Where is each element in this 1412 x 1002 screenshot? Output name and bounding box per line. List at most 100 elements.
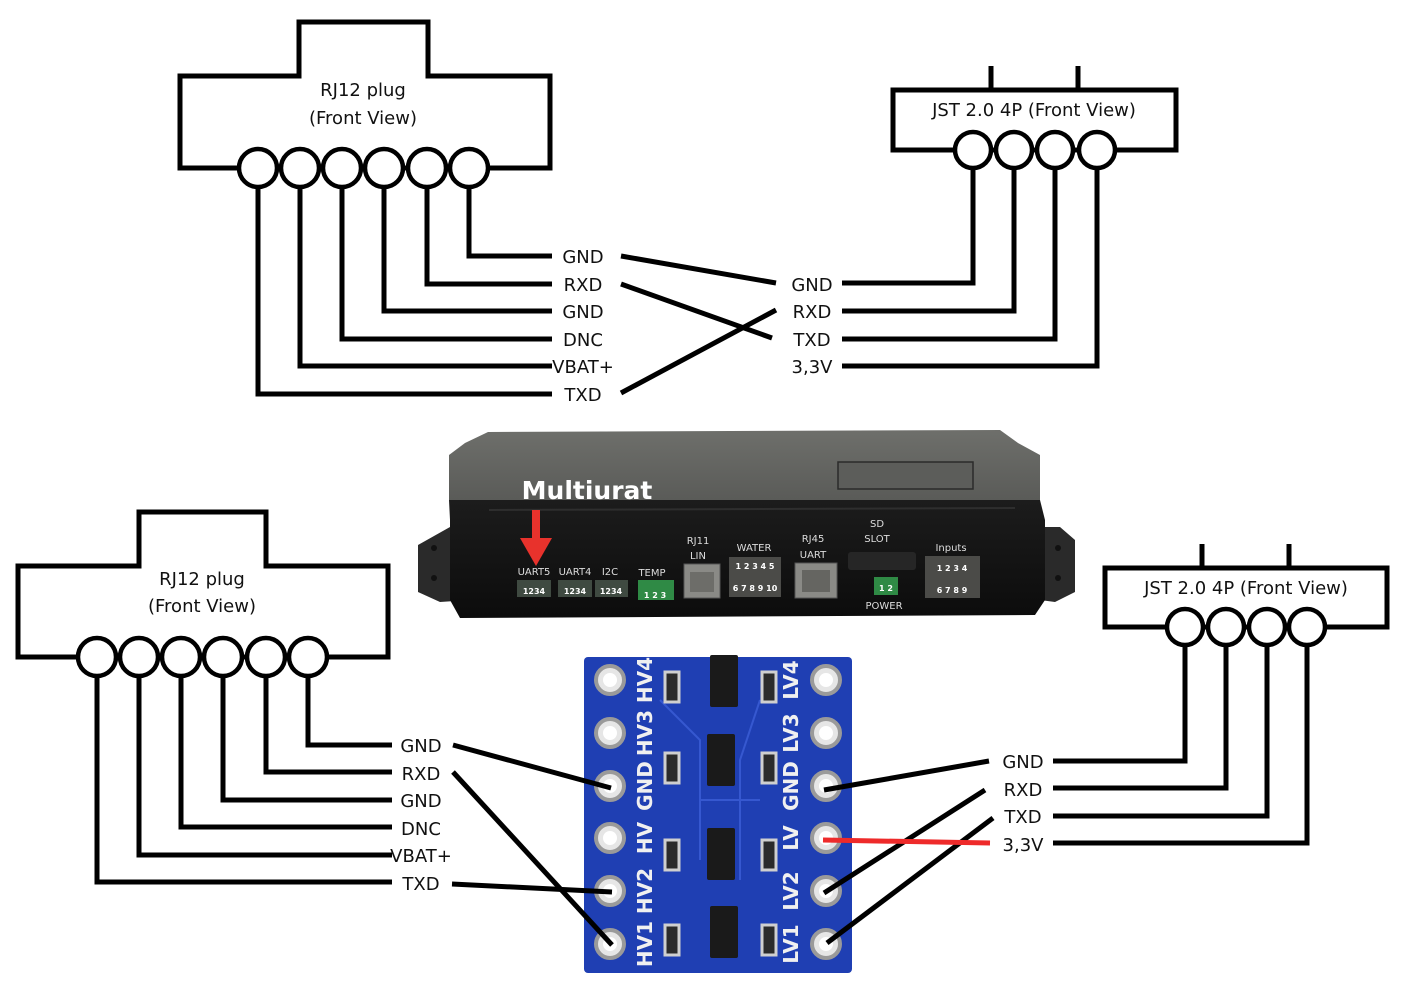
port-inputs-pins-bottom: 6 7 8 9 bbox=[937, 586, 968, 595]
top-rj12-label-dnc: DNC bbox=[563, 330, 603, 351]
pcb-resistors bbox=[663, 670, 778, 957]
level-shifter-board: HV4 HV3 GND HV HV2 HV1 LV4 LV3 GND LV LV… bbox=[584, 655, 852, 973]
top-rj12-title: RJ12 plug bbox=[320, 80, 406, 101]
bottom-rj12-pin-3 bbox=[159, 635, 203, 679]
pcb-label-lv-gnd: GND bbox=[779, 761, 803, 811]
port-power-label: POWER bbox=[865, 601, 902, 612]
bottom-jst-label-3v3: 3,3V bbox=[1003, 835, 1045, 856]
port-uart4-label: UART4 bbox=[559, 567, 592, 578]
top-jst-label-txd: TXD bbox=[792, 330, 830, 351]
port-uart5-label: UART5 bbox=[518, 567, 551, 578]
bottom-jst-pin-2 bbox=[1205, 606, 1247, 648]
bottom-rj12-pin-5 bbox=[244, 635, 288, 679]
top-rj12-wire-dnc bbox=[339, 168, 552, 342]
bottom-jst-wire-3v3 bbox=[1053, 627, 1310, 846]
port-sd-slot bbox=[848, 552, 916, 570]
multiurat-device: Multiurat UART5 1234 UART4 1234 I2C 1234… bbox=[418, 430, 1075, 618]
port-temp-label: TEMP bbox=[637, 568, 665, 579]
wire-rj12rxd-hv1 bbox=[451, 770, 614, 947]
top-rj12-label-gnd2: GND bbox=[562, 302, 603, 323]
port-rj11-socket bbox=[690, 572, 714, 592]
bottom-jst-wire-txd bbox=[1053, 627, 1270, 819]
bottom-rj12-label-gnd2: GND bbox=[400, 791, 441, 812]
top-jst-outline bbox=[890, 87, 1179, 153]
top-jst-label-gnd: GND bbox=[791, 275, 832, 296]
port-water-pins-top: 1 2 3 4 5 bbox=[736, 562, 775, 571]
top-jst-label-rxd: RXD bbox=[793, 302, 832, 323]
device-right-ear-hole bbox=[1055, 545, 1061, 551]
port-i2c-label: I2C bbox=[602, 567, 618, 578]
port-rj11-sublabel: LIN bbox=[690, 551, 706, 562]
port-uart4 bbox=[558, 580, 592, 597]
port-rj45-sublabel: UART bbox=[800, 550, 827, 561]
pcb-label-hv4: HV4 bbox=[633, 657, 657, 703]
port-rj45-label: RJ45 bbox=[802, 534, 825, 545]
top-jst-pin-2 bbox=[993, 129, 1035, 171]
port-rj11-label: RJ11 bbox=[687, 536, 710, 547]
port-power bbox=[874, 577, 898, 595]
device-right-ear-hole bbox=[1055, 575, 1061, 581]
pcb-label-hv1: HV1 bbox=[633, 921, 657, 967]
top-rj12-wire-gnd2 bbox=[381, 168, 552, 314]
port-i2c-pins: 1234 bbox=[600, 587, 623, 596]
port-temp-pins: 1 2 3 bbox=[644, 591, 666, 600]
bottom-rj12-wire-txd bbox=[94, 657, 392, 885]
top-rj12-label-gnd1: GND bbox=[562, 247, 603, 268]
device-edge bbox=[488, 507, 1016, 511]
top-jst-wire-rxd bbox=[842, 150, 1017, 314]
bottom-jst-outline bbox=[1102, 565, 1390, 630]
bottom-jst-label-gnd: GND bbox=[1002, 752, 1043, 773]
pcb-label-lv2: LV2 bbox=[779, 871, 803, 910]
bottom-jst-connector: JST 2.0 4P (Front View) GND RXD TXD 3,3V bbox=[1002, 544, 1390, 856]
device-left-ear-hole bbox=[431, 545, 437, 551]
pcb-label-lv: LV bbox=[779, 825, 803, 851]
pcb-label-hv-gnd: GND bbox=[633, 761, 657, 811]
bottom-rj12-label-rxd: RXD bbox=[402, 764, 441, 785]
bottom-right-wires bbox=[822, 758, 995, 945]
bottom-rj12-pin-6 bbox=[286, 635, 330, 679]
bottom-jst-pin-3 bbox=[1246, 606, 1288, 648]
bottom-jst-wire-gnd bbox=[1053, 627, 1188, 764]
top-jst-pin-4 bbox=[1076, 129, 1118, 171]
bottom-rj12-pin-1 bbox=[75, 635, 119, 679]
top-jst-pin-1 bbox=[952, 129, 994, 171]
pcb-label-lv1: LV1 bbox=[779, 924, 803, 963]
top-rj12-pin-1 bbox=[236, 146, 280, 190]
pcb-label-hv3: HV3 bbox=[633, 710, 657, 756]
port-inputs bbox=[925, 556, 980, 598]
top-jst-title: JST 2.0 4P (Front View) bbox=[931, 100, 1136, 121]
port-uart5 bbox=[517, 580, 551, 597]
pcb-label-hv2: HV2 bbox=[633, 868, 657, 914]
bottom-rj12-wire-vbat bbox=[136, 657, 392, 858]
port-uart5-pins: 1234 bbox=[523, 587, 546, 596]
pcb-label-lv3: LV3 bbox=[779, 713, 803, 752]
bottom-rj12-title: RJ12 plug bbox=[159, 569, 245, 590]
device-right-ear bbox=[1040, 527, 1075, 602]
top-jst-pin-3 bbox=[1034, 129, 1076, 171]
top-rj12-label-vbat: VBAT+ bbox=[552, 357, 614, 378]
bottom-rj12-wire-gnd1 bbox=[305, 657, 392, 748]
pcb-traces bbox=[659, 699, 761, 880]
bottom-rj12-wire-rxd bbox=[263, 657, 392, 775]
wire-rj12txd-hv2 bbox=[451, 881, 613, 895]
top-rj12-pin-5 bbox=[405, 146, 449, 190]
pcb-label-lv4: LV4 bbox=[779, 660, 803, 699]
top-rj12-label-rxd: RXD bbox=[564, 275, 603, 296]
port-temp bbox=[638, 580, 674, 600]
top-jst-wire-3v3 bbox=[842, 150, 1100, 369]
bottom-rj12-outline bbox=[15, 509, 391, 660]
bottom-rj12-label-txd: TXD bbox=[401, 874, 439, 895]
port-water bbox=[729, 557, 781, 597]
port-sd-label: SD bbox=[870, 519, 884, 530]
top-wire-gnd-gnd bbox=[620, 253, 777, 286]
top-rj12-pin-4 bbox=[362, 146, 406, 190]
top-jst-wire-gnd bbox=[842, 150, 976, 286]
bottom-rj12-wire-gnd2 bbox=[220, 657, 392, 803]
top-rj12-outline bbox=[177, 19, 553, 171]
bottom-jst-wire-rxd bbox=[1053, 627, 1229, 791]
pcb-label-hv: HV bbox=[633, 821, 657, 854]
pcb-transistors bbox=[707, 655, 738, 958]
top-wire-rxd-txd bbox=[620, 281, 773, 341]
port-sd-sublabel: SLOT bbox=[864, 534, 890, 545]
port-water-label: WATER bbox=[737, 543, 772, 554]
